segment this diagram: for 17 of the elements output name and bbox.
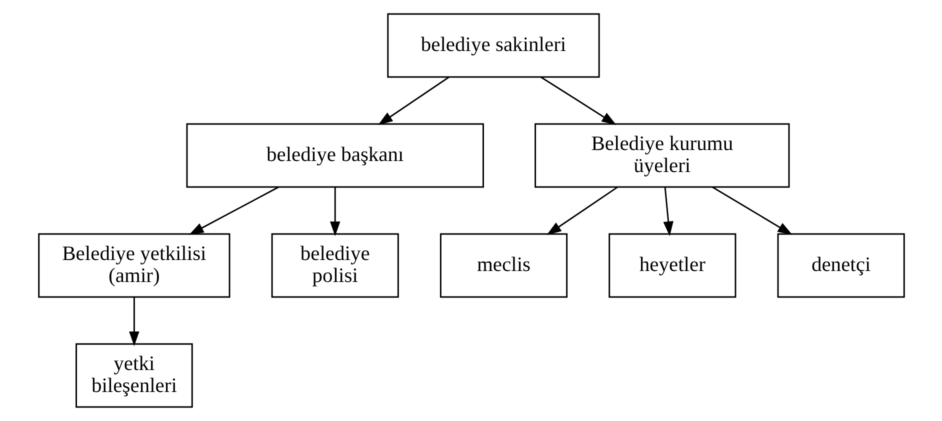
node-box: belediye polisi: [270, 233, 398, 298]
node-box: heyetler: [608, 233, 736, 298]
node-box: denetçi: [776, 233, 904, 298]
arrow: [329, 187, 340, 236]
node-box: Belediye kurumu üyeleri: [534, 123, 790, 188]
node-box: yetki bileşenleri: [75, 343, 192, 408]
arrow: [378, 76, 449, 126]
arrow: [662, 187, 673, 236]
arrow: [128, 297, 139, 346]
node-box: meclis: [439, 233, 568, 298]
arrow: [712, 186, 792, 235]
arrow: [188, 186, 278, 235]
node-box: belediye sakinleri: [386, 13, 600, 78]
node-box: belediye başkanı: [186, 123, 484, 188]
arrow: [540, 76, 616, 125]
arrow: [546, 186, 618, 236]
node-box: Belediye yetkilisi (amir): [38, 233, 230, 298]
